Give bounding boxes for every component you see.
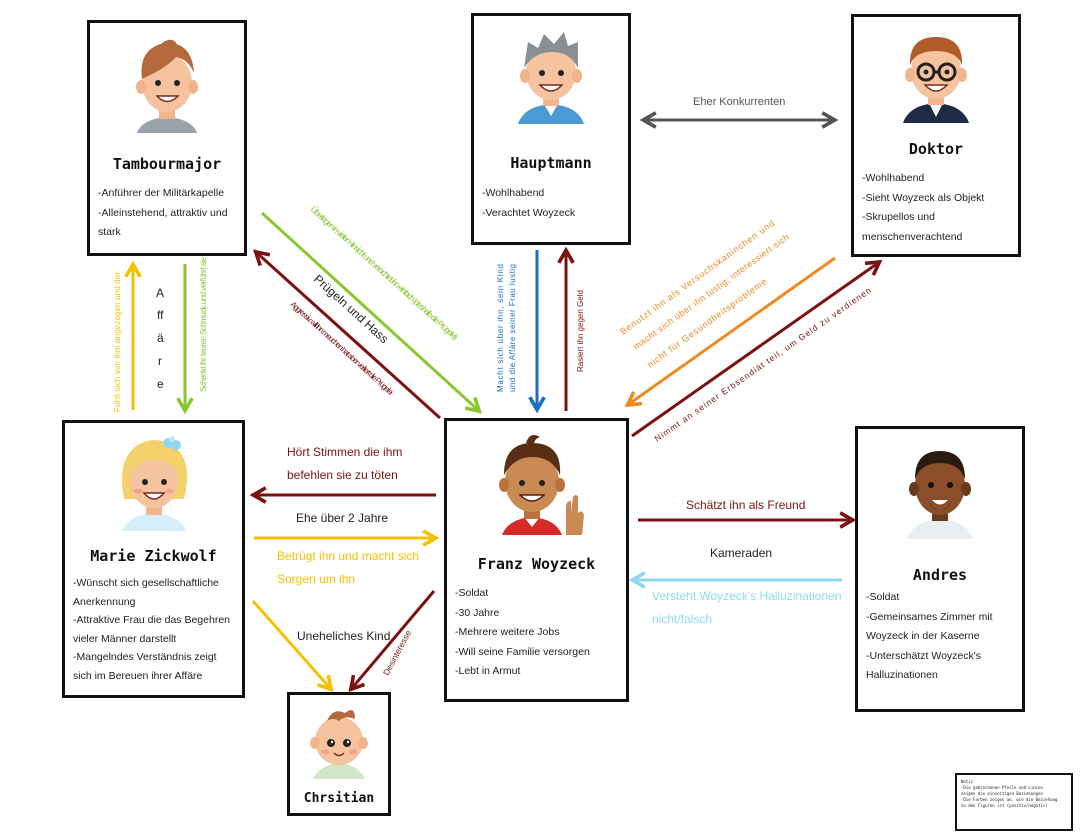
label-freund: Schätzt ihn als Freund xyxy=(686,498,805,512)
arrow-marie-christian xyxy=(251,600,334,693)
facts-hauptmann: -Wohlhabend -Verachtet Woyzeck xyxy=(482,184,622,223)
name-tambourmajor: Tambourmajor xyxy=(112,155,222,173)
name-marie: Marie Zickwolf xyxy=(90,547,217,565)
note-line: zeigen die einseitigen Beziehungen xyxy=(961,791,1043,796)
note-line: -Die gebrochenen Pfeile und Linien xyxy=(961,785,1043,790)
fact-item: -Gemeinsames Zimmer mit Woyzeck in der K… xyxy=(866,610,993,643)
card-woyzeck: Franz Woyzeck -Soldat -30 Jahre -Mehrere… xyxy=(444,418,629,702)
label-tambour-marie: Schenkt ihr teuren Schmuck und verführt … xyxy=(199,256,208,392)
fact-item: -Wünscht sich gesellschaftliche Anerkenn… xyxy=(73,577,219,608)
label-versteht-1: Versteht Woyzeck's Halluzinationen xyxy=(652,589,842,603)
fact-item: -Verachtet Woyzeck xyxy=(482,206,576,219)
fact-item: -Alleinstehend, attraktiv und stark xyxy=(98,206,228,239)
doctor-avatar-icon xyxy=(891,23,981,123)
fact-item: -Anführer der Militärkapelle xyxy=(98,187,225,199)
baby-avatar-icon xyxy=(303,699,375,779)
fact-item: -Wohlhabend xyxy=(862,172,925,184)
label-kameraden: Kameraden xyxy=(710,546,772,560)
fact-item: -Mehrere weitere Jobs xyxy=(455,626,560,638)
card-doktor: Doktor -Wohlhabend -Sieht Woyzeck als Ob… xyxy=(851,14,1021,257)
facts-doktor: -Wohlhabend -Sieht Woyzeck als Objekt -S… xyxy=(862,169,1012,247)
fact-item: -Soldat xyxy=(455,587,489,599)
fact-item: -Sieht Woyzeck als Objekt xyxy=(862,191,985,204)
facts-tambourmajor: -Anführer der Militärkapelle -Alleinsteh… xyxy=(98,184,238,243)
label-woyzeck-hauptmann-1: Macht sich über ihn, sein Kind xyxy=(496,264,505,392)
label-versteht-2: nicht/falsch xyxy=(652,612,712,626)
label-stimmen-2: befehlen sie zu töten xyxy=(287,468,398,482)
facts-andres: -Soldat -Gemeinsames Zimmer mit Woyzeck … xyxy=(866,588,1016,686)
name-christian: Chrsitian xyxy=(303,791,375,806)
card-christian: Chrsitian xyxy=(287,692,391,816)
fact-item: -Skrupellos und menschenverachtend xyxy=(862,211,963,243)
fact-item: -30 Jahre xyxy=(455,606,500,619)
label-rasiert: Rasiert ihn gegen Geld xyxy=(576,290,585,372)
arrow-woyzeck-doktor xyxy=(631,259,883,438)
affaere-letter: e xyxy=(157,377,164,391)
facts-woyzeck: -Soldat -30 Jahre -Mehrere weitere Jobs … xyxy=(455,584,620,682)
legend-note: Notiz -Die gebrochenen Pfeile und Linien… xyxy=(955,773,1073,831)
arrow-doktor-woyzeck xyxy=(624,256,836,408)
arrow-woyzeck-tambour xyxy=(252,249,442,420)
label-betruegt-2: Sorgen um ihn xyxy=(277,572,355,586)
label-marie-tambour: Fühlt sich von ihm angezogen und der xyxy=(113,272,122,412)
fact-item: -Mangelndes Verständnis zeigt sich im Be… xyxy=(73,651,217,682)
name-woyzeck: Franz Woyzeck xyxy=(477,555,596,573)
label-doktor-woyzeck-1: Benutzt ihn als Versuchskaninchen und xyxy=(618,218,776,337)
affaere-letter: A xyxy=(156,286,164,300)
arrow-tambour-woyzeck xyxy=(260,211,483,414)
label-betruegt-1: Betrügt ihn und macht sich xyxy=(277,549,419,563)
label-eher-konkurrenten: Eher Konkurrenten xyxy=(693,96,785,108)
fact-item: -Will seine Familie versorgen xyxy=(455,645,590,658)
label-affaere: A ff ä r e xyxy=(156,286,164,391)
affaere-letter: ff xyxy=(157,308,164,322)
andres-avatar-icon xyxy=(895,435,985,539)
card-andres: Andres -Soldat -Gemeinsames Zimmer mit W… xyxy=(855,426,1025,712)
drum-major-avatar-icon xyxy=(122,33,212,133)
name-doktor: Doktor xyxy=(908,140,964,158)
arrow-woyzeck-christian xyxy=(348,590,436,693)
card-marie: Marie Zickwolf -Wünscht sich gesellschaf… xyxy=(62,420,245,698)
facts-marie: -Wünscht sich gesellschaftliche Anerkenn… xyxy=(73,574,236,685)
marie-avatar-icon xyxy=(108,429,200,531)
label-woyzeck-hauptmann-2: und die Affäre seiner Frau lustig xyxy=(508,264,517,392)
label-woyzeck-tambour: Aggressiv, will ihn meuchen hat aber ver… xyxy=(289,300,396,397)
woyzeck-avatar-icon xyxy=(482,427,592,535)
card-tambourmajor: Tambourmajor -Anführer der Militärkapell… xyxy=(87,20,247,256)
label-doktor-woyzeck-2: macht sich über ihn lustig; interessiert… xyxy=(631,232,791,352)
name-hauptmann: Hauptmann xyxy=(510,154,592,172)
fact-item: -Unterschätzt Woyzeck's Halluzinationen xyxy=(866,649,982,682)
fact-item: -Lebt in Armut xyxy=(455,665,521,677)
affaere-letter: r xyxy=(158,354,162,368)
label-ehe: Ehe über 2 Jahre xyxy=(296,511,388,525)
label-stimmen-1: Hört Stimmen die ihm xyxy=(287,445,402,459)
captain-avatar-icon xyxy=(506,24,596,124)
fact-item: -Soldat xyxy=(866,591,900,603)
fact-item: -Wohlhabend xyxy=(482,187,545,199)
name-andres: Andres xyxy=(912,566,968,584)
affaere-letter: ä xyxy=(157,331,164,345)
label-uneheliches-kind: Uneheliches Kind xyxy=(297,629,390,643)
fact-item: -Attraktive Frau die das Begehren vieler… xyxy=(73,614,230,645)
note-line: -Die Farben zeigen an, wie die Beziehung xyxy=(961,797,1058,802)
card-hauptmann: Hauptmann -Wohlhabend -Verachtet Woyzeck xyxy=(471,13,631,245)
note-line: zu den Figuren ist (positiv/negativ) xyxy=(961,803,1048,808)
note-line: Notiz xyxy=(961,779,974,784)
